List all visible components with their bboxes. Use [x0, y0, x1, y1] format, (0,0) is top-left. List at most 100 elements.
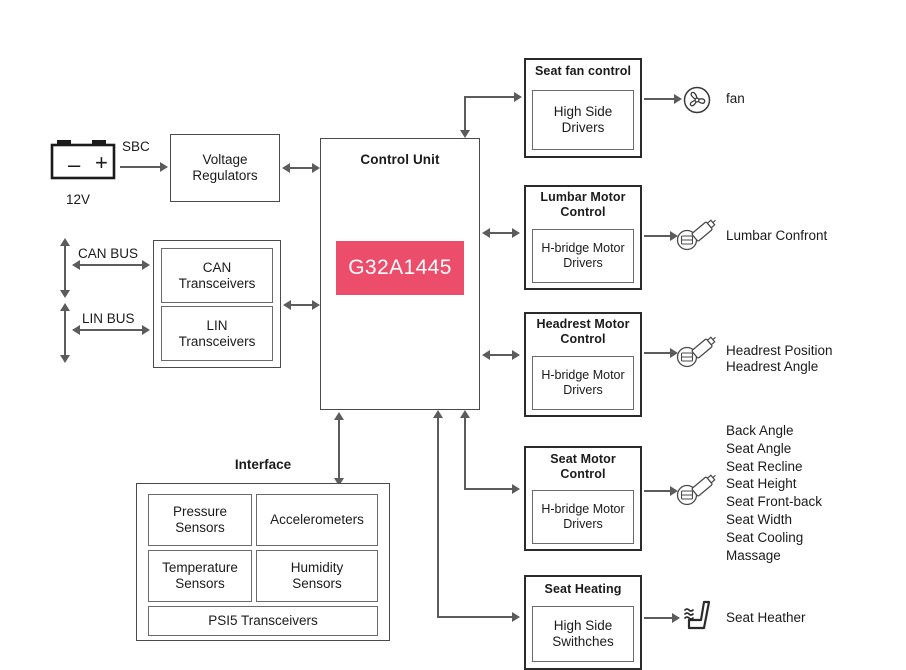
headrest-in-arrow-right	[512, 350, 520, 360]
temperature-sensors-label: Temperature Sensors	[162, 560, 238, 591]
lin-vert-arrow-up	[60, 303, 70, 311]
lumbar-in-line	[488, 232, 512, 234]
psi5-transceivers-block: PSI5 Transceivers	[148, 606, 378, 636]
can-horiz-arrow-left	[72, 260, 80, 270]
can-vert-arrow-down	[60, 290, 70, 298]
lin-bus-label: LIN BUS	[82, 311, 135, 326]
headrest-driver-label: H-bridge Motor Drivers	[541, 368, 625, 397]
humidity-sensors-block: Humidity Sensors	[256, 550, 378, 602]
fan-out-arrowhead	[674, 94, 682, 104]
voltage-regulators-block	[170, 134, 280, 202]
headrest-motor-control-title: Headrest Motor Control	[536, 317, 630, 346]
battery-voltage-label: 12V	[66, 192, 91, 207]
headrest-output-label: Headrest Position Headrest Angle	[726, 343, 833, 374]
sbc-label: SBC	[122, 139, 150, 154]
seat-heating-route-vert	[437, 418, 439, 618]
sbc-line	[120, 166, 162, 168]
bus-cu-arrow-right	[312, 300, 320, 310]
cu-interface-arrow-up	[334, 412, 344, 420]
chip-g32a1445: G32A1445	[336, 241, 464, 295]
accelerometers-block: Accelerometers	[256, 494, 378, 546]
cu-interface-line	[338, 418, 340, 480]
psi5-transceivers-label: PSI5 Transceivers	[208, 613, 318, 629]
seat-heating-out-line	[644, 617, 674, 619]
seat-motor-output-label: Back Angle Seat Angle Seat Recline Seat …	[726, 423, 823, 563]
headrest-driver-block: H-bridge Motor Drivers	[532, 356, 634, 410]
fan-route-arrowhead	[514, 92, 522, 102]
headrest-in-arrow-left	[482, 350, 490, 360]
lumbar-in-arrow-left	[482, 228, 490, 238]
lumbar-in-arrow-right	[512, 228, 520, 238]
lumbar-driver-label: H-bridge Motor Drivers	[541, 241, 625, 270]
seat-motor-out-arrowhead	[670, 486, 678, 496]
battery-icon	[50, 138, 120, 183]
lin-horiz-line	[78, 329, 144, 331]
cu-interface-arrow-down	[334, 478, 344, 486]
can-bus-label: CAN BUS	[78, 246, 139, 261]
seat-heating-route-horiz	[437, 616, 514, 618]
lumbar-motor-control-title: Lumbar Motor Control	[540, 190, 626, 219]
seat-heating-driver-block: High Side Swithches	[532, 606, 634, 662]
bus-cu-line	[289, 304, 314, 306]
interface-title: Interface	[234, 457, 292, 472]
battery-plus-symbol: +	[95, 150, 108, 175]
battery-minus-symbol: –	[68, 152, 81, 177]
headrest-in-line	[488, 354, 512, 356]
sbc-arrowhead	[160, 162, 168, 172]
seat-fan-driver-block: High Side Drivers	[532, 90, 634, 150]
chip-label: G32A1445	[348, 256, 452, 279]
seat-heating-out-arrowhead	[672, 613, 680, 623]
lin-horiz-arrow-left	[72, 325, 80, 335]
seat-motor-route-arrowhead	[512, 484, 520, 494]
vr-cu-line	[288, 167, 314, 169]
seat-heating-route-arrowhead	[512, 612, 520, 622]
motor-icon	[676, 467, 722, 509]
lumbar-driver-block: H-bridge Motor Drivers	[532, 229, 634, 283]
headrest-out-line	[644, 352, 672, 354]
lumbar-out-line	[644, 235, 672, 237]
motor-icon	[676, 329, 722, 371]
cu-top-stub	[464, 118, 466, 132]
can-horiz-arrow-right	[142, 260, 150, 270]
fan-output-label: fan	[726, 91, 745, 106]
lin-vert-line	[64, 309, 66, 357]
seat-heating-route-arrow-up	[433, 410, 443, 418]
headrest-out-arrowhead	[670, 348, 678, 358]
seat-motor-route-vert	[464, 418, 466, 490]
vr-cu-arrow-right	[312, 163, 320, 173]
can-transceivers-block: CAN Transceivers	[161, 248, 273, 303]
fan-out-line	[644, 98, 676, 100]
seat-heating-title: Seat Heating	[544, 582, 622, 596]
pressure-sensors-label: Pressure Sensors	[172, 504, 228, 535]
vr-cu-arrow-left	[282, 163, 290, 173]
pressure-sensors-block: Pressure Sensors	[148, 494, 252, 546]
seat-fan-control-title: Seat fan control	[534, 64, 632, 78]
lin-transceivers-label: LIN Transceivers	[178, 317, 256, 349]
seat-motor-route-horiz	[464, 488, 514, 490]
lin-transceivers-block: LIN Transceivers	[161, 306, 273, 361]
seat-motor-driver-label: H-bridge Motor Drivers	[541, 502, 625, 531]
voltage-regulators-label: Voltage Regulators	[192, 152, 258, 183]
lumbar-out-arrowhead	[670, 231, 678, 241]
seat-motor-driver-block: H-bridge Motor Drivers	[532, 490, 634, 544]
humidity-sensors-label: Humidity Sensors	[290, 560, 344, 591]
lin-vert-arrow-down	[60, 355, 70, 363]
seat-fan-driver-label: High Side Drivers	[553, 104, 613, 135]
cu-top-arrowhead	[460, 130, 470, 138]
can-transceivers-label: CAN Transceivers	[178, 259, 256, 291]
seat-motor-control-title: Seat Motor Control	[550, 452, 616, 481]
seat-motor-route-arrow-up	[460, 410, 470, 418]
fan-icon	[682, 85, 712, 115]
seat-heating-driver-label: High Side Swithches	[552, 618, 614, 649]
can-vert-arrow-up	[60, 238, 70, 246]
seat-heater-output-label: Seat Heather	[726, 610, 806, 625]
lin-horiz-arrow-right	[142, 325, 150, 335]
can-horiz-line	[78, 264, 144, 266]
bus-cu-arrow-left	[283, 300, 291, 310]
seat-motor-out-line	[644, 490, 672, 492]
lumbar-output-label: Lumbar Confront	[726, 228, 828, 243]
accelerometers-label: Accelerometers	[270, 512, 364, 528]
control-unit-title: Control Unit	[360, 152, 440, 167]
seat-heater-icon	[680, 598, 716, 636]
